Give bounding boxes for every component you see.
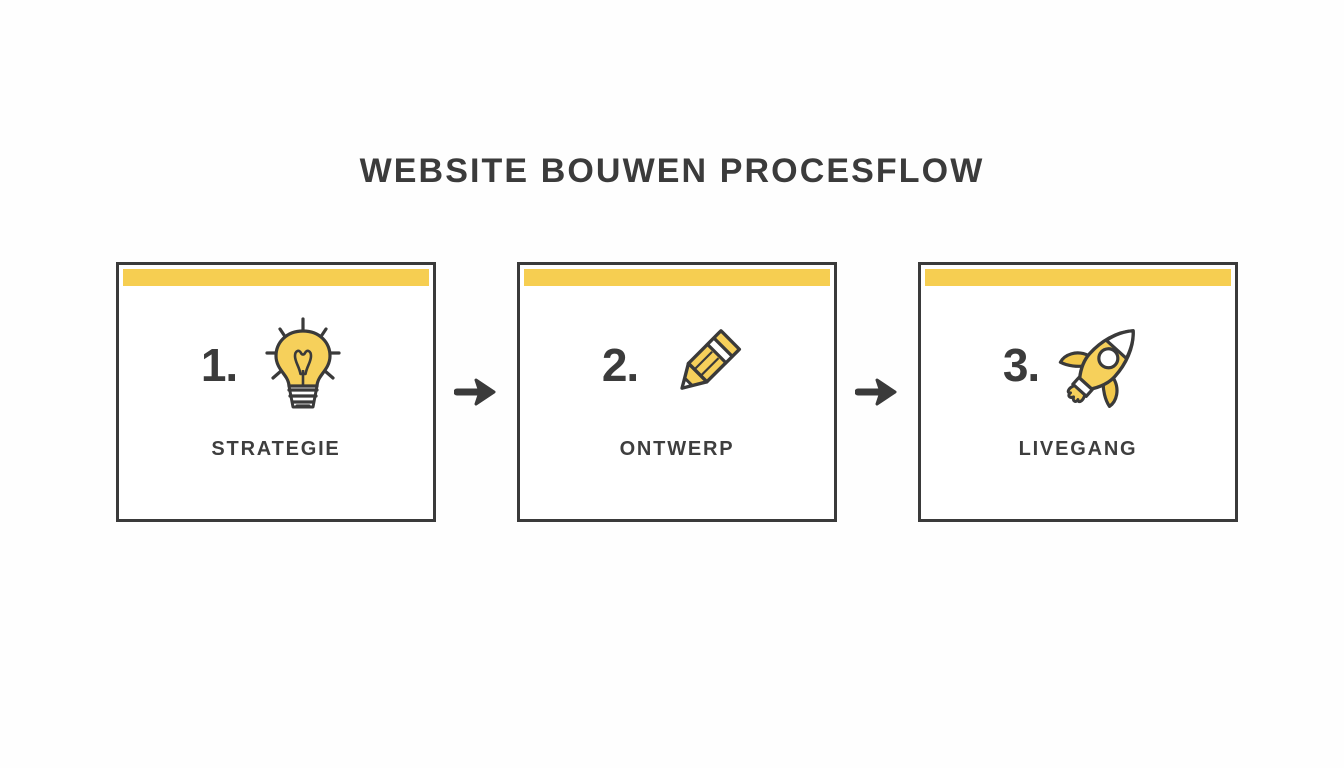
step-number-1: 1.	[200, 339, 238, 391]
step-card-3-header: 3.	[921, 286, 1235, 438]
step-card-1-header: 1.	[119, 286, 433, 438]
step-card-2[interactable]: 2.	[517, 262, 837, 522]
step-label-3: LIVEGANG	[1018, 438, 1138, 460]
card-accent-bar	[123, 269, 429, 286]
step-card-1[interactable]: 1.	[116, 262, 436, 522]
step-card-3[interactable]: 3.	[918, 262, 1238, 522]
lightbulb-icon	[251, 310, 355, 414]
step-card-2-body: 2.	[520, 286, 834, 519]
card-accent-bar	[524, 269, 830, 286]
step-card-2-header: 2.	[520, 286, 834, 438]
step-number-2: 2.	[601, 339, 639, 391]
arrow-right-icon-1	[452, 372, 502, 412]
rocket-icon	[1053, 310, 1157, 414]
arrow-right-icon-2	[853, 372, 903, 412]
step-number-3: 3.	[1002, 339, 1040, 391]
process-flow-row: 1.	[116, 261, 1238, 523]
card-accent-bar	[925, 269, 1231, 286]
pencil-icon	[652, 310, 756, 414]
step-card-3-body: 3.	[921, 286, 1235, 519]
step-card-1-body: 1.	[119, 286, 433, 519]
step-label-1: STRATEGIE	[211, 438, 341, 460]
step-label-2: ONTWERP	[619, 438, 735, 460]
page-title: WEBSITE BOUWEN PROCESFLOW	[359, 152, 985, 190]
